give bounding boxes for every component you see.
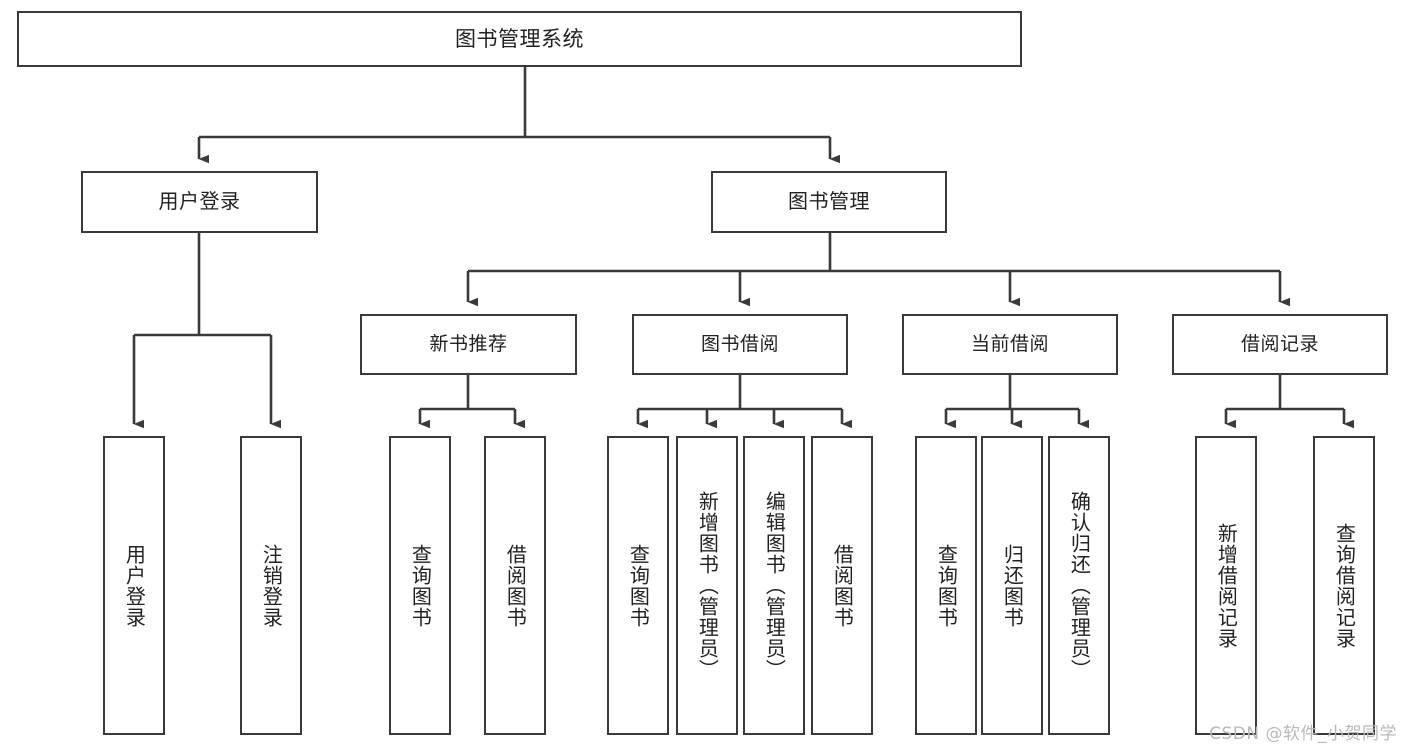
node-leaf-query-book-recommend[interactable]: 查询图书 [389, 436, 451, 735]
node-leaf-query-borrow-record-label: 查询借阅记录 [1332, 522, 1357, 649]
node-leaf-borrow-book-recommend[interactable]: 借阅图书 [484, 436, 546, 735]
node-leaf-query-book-borrow-label: 查询图书 [626, 543, 651, 628]
node-leaf-add-book-admin[interactable]: 新增图书（管理员） [676, 436, 738, 735]
node-book-borrow[interactable]: 图书借阅 [632, 314, 848, 375]
node-leaf-edit-book-admin-label: 编辑图书（管理员） [762, 491, 787, 680]
node-leaf-return-book[interactable]: 归还图书 [981, 436, 1043, 735]
node-leaf-borrow-book[interactable]: 借阅图书 [811, 436, 873, 735]
node-current-borrow[interactable]: 当前借阅 [902, 314, 1118, 375]
node-user-login[interactable]: 用户登录 [81, 171, 318, 233]
node-borrow-records[interactable]: 借阅记录 [1172, 314, 1388, 375]
node-new-book-recommend-label: 新书推荐 [429, 333, 508, 356]
node-borrow-records-label: 借阅记录 [1240, 333, 1319, 356]
node-leaf-borrow-book-recommend-label: 借阅图书 [503, 543, 528, 628]
node-book-borrow-label: 图书借阅 [700, 333, 779, 356]
node-leaf-user-logout-label: 注销登录 [259, 543, 284, 628]
node-leaf-query-book-borrow[interactable]: 查询图书 [607, 436, 669, 735]
node-leaf-query-book-current-label: 查询图书 [934, 543, 959, 628]
node-leaf-user-login-label: 用户登录 [122, 543, 147, 628]
node-leaf-add-borrow-record[interactable]: 新增借阅记录 [1195, 436, 1257, 735]
node-book-management-label: 图书管理 [788, 189, 870, 214]
node-leaf-confirm-return-admin-label: 确认归还（管理员） [1067, 491, 1092, 680]
node-leaf-query-book-recommend-label: 查询图书 [408, 543, 433, 628]
node-book-management[interactable]: 图书管理 [711, 171, 947, 233]
node-leaf-query-borrow-record[interactable]: 查询借阅记录 [1313, 436, 1375, 735]
node-user-login-label: 用户登录 [158, 189, 241, 214]
node-leaf-query-book-current[interactable]: 查询图书 [915, 436, 977, 735]
node-new-book-recommend[interactable]: 新书推荐 [360, 314, 577, 375]
node-current-borrow-label: 当前借阅 [970, 333, 1049, 356]
node-leaf-add-book-admin-label: 新增图书（管理员） [695, 491, 720, 680]
node-root[interactable]: 图书管理系统 [17, 11, 1022, 67]
node-leaf-borrow-book-label: 借阅图书 [830, 543, 855, 628]
node-leaf-return-book-label: 归还图书 [1000, 543, 1025, 628]
node-leaf-confirm-return-admin[interactable]: 确认归还（管理员） [1048, 436, 1110, 735]
node-leaf-add-borrow-record-label: 新增借阅记录 [1214, 522, 1239, 649]
node-leaf-edit-book-admin[interactable]: 编辑图书（管理员） [743, 436, 805, 735]
node-leaf-user-logout[interactable]: 注销登录 [240, 436, 302, 735]
node-root-label: 图书管理系统 [455, 26, 584, 51]
node-leaf-user-login[interactable]: 用户登录 [103, 436, 165, 735]
